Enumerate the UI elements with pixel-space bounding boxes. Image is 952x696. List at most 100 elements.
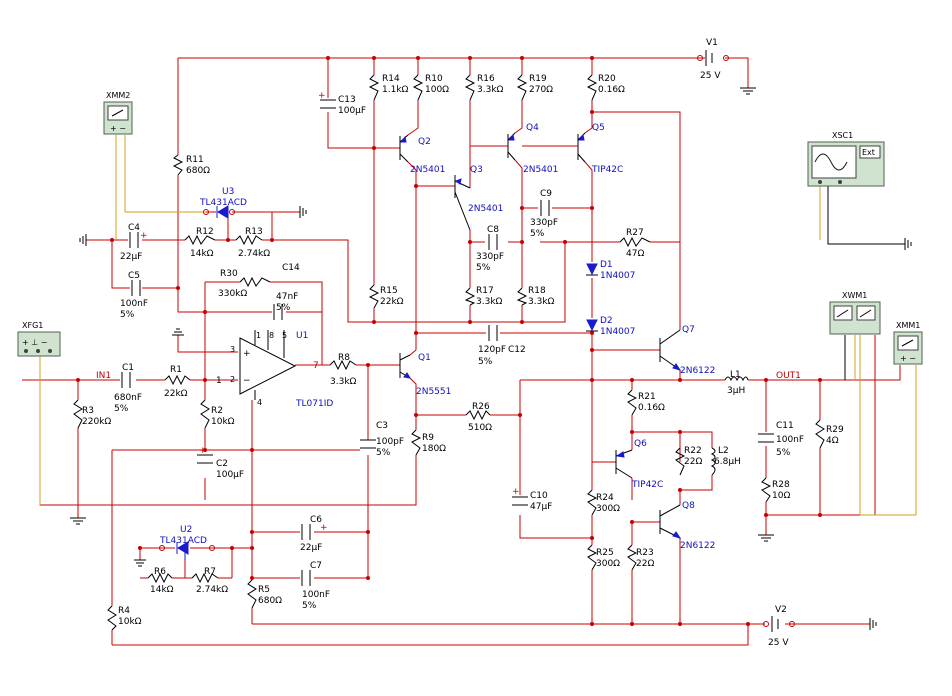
svg-text:5%: 5%: [478, 357, 493, 367]
svg-text:R14: R14: [382, 74, 400, 84]
transistor-q5[interactable]: Q5 TIP42C: [522, 123, 623, 175]
v2-name: V2: [775, 605, 787, 615]
svg-text:Q4: Q4: [526, 123, 539, 133]
svg-text:1: 1: [216, 376, 222, 386]
opamp-u1[interactable]: + − 3 2 7 1 5 4 1 8 U1 TL071ID: [216, 330, 333, 409]
svg-text:Q1: Q1: [418, 353, 431, 363]
resistor-r8[interactable]: R83.3kΩ: [329, 353, 357, 387]
svg-text:3.3kΩ: 3.3kΩ: [477, 85, 504, 95]
svg-text:TL431ACD: TL431ACD: [199, 198, 247, 208]
svg-text:C4: C4: [128, 223, 140, 233]
svg-text:R1: R1: [170, 365, 182, 375]
svg-text:0.16Ω: 0.16Ω: [638, 403, 665, 413]
svg-text:+ −: + −: [110, 124, 126, 133]
svg-text:D1: D1: [600, 260, 613, 270]
svg-text:300Ω: 300Ω: [596, 504, 620, 514]
svg-text:Ext: Ext: [862, 148, 875, 157]
svg-text:2.74kΩ: 2.74kΩ: [238, 249, 270, 259]
source-v2[interactable]: V2 25 V: [763, 605, 795, 648]
svg-text:10kΩ: 10kΩ: [118, 617, 142, 627]
instrument-xsc1[interactable]: XSC1 Ext: [807, 131, 885, 187]
svg-text:+ ⊥ −: + ⊥ −: [22, 338, 47, 347]
svg-text:680nF: 680nF: [114, 393, 142, 403]
inductor-l1[interactable]: L1 3µH: [724, 370, 749, 396]
transistor-q8[interactable]: Q8 2N6122: [659, 501, 715, 551]
transistor-q4[interactable]: Q4 2N5401: [470, 123, 558, 175]
instrument-xmm1[interactable]: XMM1 + −: [893, 321, 923, 365]
transistor-q7[interactable]: Q7 2N6122: [659, 325, 715, 376]
svg-text:R10: R10: [425, 74, 443, 84]
transistor-q2[interactable]: Q2 2N5401: [399, 134, 445, 175]
transistor-q1[interactable]: Q1 2N5551: [399, 353, 451, 397]
regulator-u3[interactable]: U3 TL431ACD: [199, 187, 247, 219]
regulator-u2[interactable]: U2 TL431ACD: [159, 525, 215, 560]
source-v1[interactable]: V1 25 V: [697, 38, 729, 81]
instrument-xmm2[interactable]: XMM2 + −: [103, 91, 133, 135]
svg-text:1N4007: 1N4007: [600, 327, 635, 337]
diode-d1[interactable]: D1 1N4007: [586, 260, 635, 281]
svg-text:22Ω: 22Ω: [684, 457, 702, 467]
diode-d2[interactable]: D2 1N4007: [586, 316, 635, 337]
svg-text:U1: U1: [296, 331, 308, 341]
svg-text:U2: U2: [180, 525, 192, 535]
ground-icon: [70, 517, 86, 525]
transistor-q3[interactable]: Q3 2N5401: [454, 165, 503, 231]
svg-text:5%: 5%: [120, 310, 135, 320]
svg-text:XMM1: XMM1: [896, 321, 920, 330]
svg-text:3: 3: [230, 345, 235, 354]
svg-text:120pF: 120pF: [478, 345, 506, 355]
svg-text:330pF: 330pF: [530, 218, 558, 228]
svg-text:180Ω: 180Ω: [422, 444, 446, 454]
svg-text:R28: R28: [772, 480, 790, 490]
svg-text:3.3kΩ: 3.3kΩ: [528, 297, 555, 307]
instrument-xwm1[interactable]: XWM1: [829, 291, 881, 335]
instrument-xfg1[interactable]: XFG1 + ⊥ −: [17, 321, 61, 357]
inductor-l2[interactable]: L2 6.8µH: [710, 446, 741, 476]
svg-text:C11: C11: [776, 421, 794, 431]
transistor-q6[interactable]: Q6 TIP42C: [615, 439, 663, 490]
resistor-r7[interactable]: R72.74kΩ: [191, 567, 228, 595]
